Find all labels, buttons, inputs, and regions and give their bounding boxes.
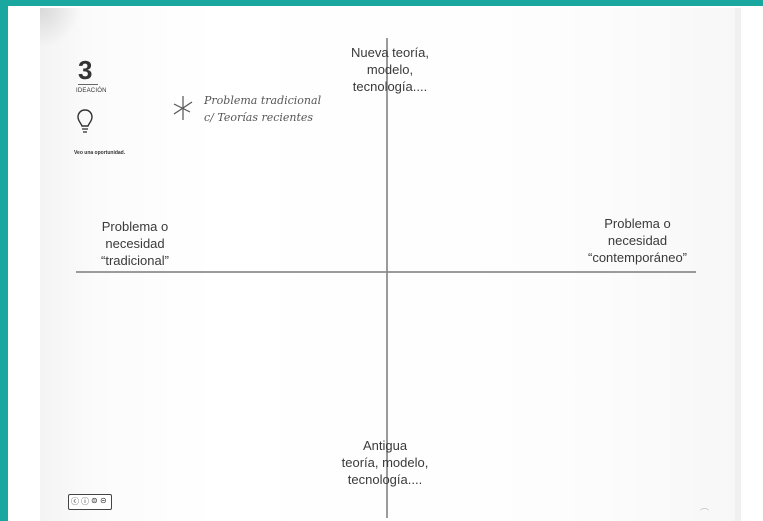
left-label-line-3: “tradicional” [101, 253, 169, 268]
paper-edge [735, 8, 741, 521]
bottom-axis-label: Antigua teoría, modelo, tecnología.... [320, 437, 450, 488]
right-label-line-2: necesidad [607, 233, 668, 248]
stage-tagline: Veo una oportunidad. [74, 150, 126, 156]
handwritten-line-2: c/ Teorías recientes [204, 111, 314, 124]
horizontal-axis [76, 271, 696, 273]
bottom-label-line-3: tecnología.... [347, 472, 423, 487]
scanned-worksheet [40, 8, 740, 521]
teal-left-border [0, 0, 8, 521]
asterisk-mark-icon [173, 96, 193, 120]
stage-divider [78, 84, 98, 85]
top-axis-label: Nueva teoría, modelo, tecnología.... [325, 44, 455, 95]
scan-shadow [40, 8, 80, 48]
corner-scan-mark: ⌒ [700, 508, 710, 518]
bottom-label-line-1: Antigua [362, 438, 408, 453]
right-label-line-3: “contemporáneo” [588, 250, 687, 265]
stage-name: IDEACIÓN [76, 88, 107, 94]
right-label-line-1: Problema o [604, 216, 671, 231]
top-label-line-3: tecnología.... [352, 79, 428, 94]
stage-number: 3 [78, 55, 93, 85]
left-label-line-2: necesidad [105, 236, 165, 251]
top-label-line-2: modelo, [366, 62, 414, 77]
left-label-line-1: Problema o [101, 219, 169, 234]
teal-top-border [0, 0, 763, 6]
bottom-label-line-2: teoría, modelo, [341, 455, 429, 470]
top-label-line-1: Nueva teoría, [350, 45, 430, 60]
left-axis-label: Problema o necesidad “tradicional” [80, 218, 190, 269]
right-axis-label: Problema o necesidad “contemporáneo” [570, 215, 705, 266]
vertical-axis [386, 38, 388, 518]
lightbulb-icon [77, 109, 93, 133]
handwritten-note: Problema tradicional c/ Teorías reciente… [172, 94, 342, 140]
handwritten-line-1: Problema tradicional [204, 94, 322, 107]
